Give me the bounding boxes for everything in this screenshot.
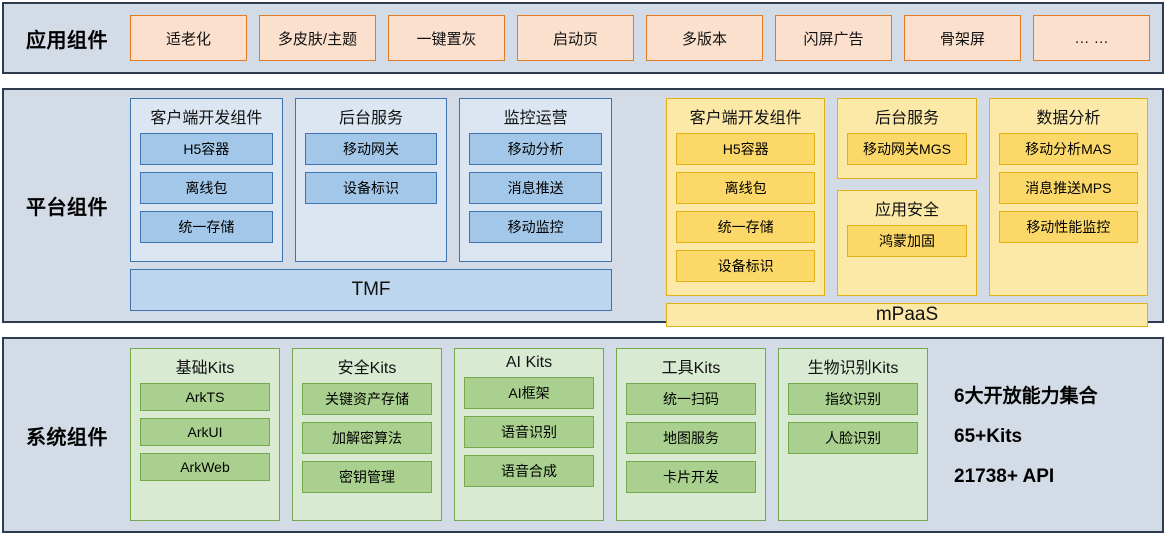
- component-chip[interactable]: H5容器: [140, 133, 273, 165]
- component-chip[interactable]: 移动网关: [304, 133, 438, 165]
- group-title: 基础Kits: [175, 360, 235, 377]
- summary-line-api-count: 21738+ API: [954, 466, 1055, 487]
- component-chip[interactable]: 人脸识别: [788, 422, 918, 454]
- tmf-group-backend-service: 后台服务 移动网关 设备标识: [294, 98, 448, 262]
- mpaas-group-client-dev: 客户端开发组件 H5容器 离线包 统一存储 设备标识: [666, 98, 826, 296]
- component-chip[interactable]: 卡片开发: [626, 461, 756, 493]
- component-chip[interactable]: 语音识别: [464, 416, 594, 448]
- component-chip[interactable]: 加解密算法: [302, 422, 432, 454]
- component-chip[interactable]: 移动监控: [469, 211, 603, 243]
- component-chip[interactable]: 统一扫码: [626, 383, 756, 415]
- group-title: AI Kits: [505, 354, 553, 371]
- component-chip[interactable]: 统一存储: [140, 211, 273, 243]
- row-label-application: 应用组件: [26, 29, 108, 52]
- component-chip[interactable]: 鸿蒙加固: [847, 225, 967, 257]
- mpaas-middle-column: 后台服务 移动网关MGS 应用安全 鸿蒙加固: [837, 98, 977, 296]
- component-chip[interactable]: 移动性能监控: [998, 211, 1138, 243]
- component-chip[interactable]: ArkTS: [140, 383, 270, 411]
- app-chip[interactable]: 适老化: [130, 15, 247, 61]
- group-title: 客户端开发组件: [689, 110, 802, 127]
- mpaas-group-backend-service: 后台服务 移动网关MGS: [837, 98, 977, 179]
- app-chip[interactable]: 骨架屏: [904, 15, 1021, 61]
- app-chip[interactable]: 闪屏广告: [775, 15, 892, 61]
- component-chip[interactable]: 设备标识: [304, 172, 438, 204]
- tmf-platform-bar[interactable]: TMF: [130, 269, 612, 311]
- component-chip[interactable]: H5容器: [676, 133, 816, 165]
- component-chip[interactable]: 语音合成: [464, 455, 594, 487]
- component-chip[interactable]: 指纹识别: [788, 383, 918, 415]
- component-chip[interactable]: ArkUI: [140, 418, 270, 446]
- mpaas-group-data-analysis: 数据分析 移动分析MAS 消息推送MPS 移动性能监控: [988, 98, 1148, 296]
- app-chip[interactable]: 启动页: [517, 15, 634, 61]
- app-chip[interactable]: 一键置灰: [388, 15, 505, 61]
- summary-line-kits-count: 65+Kits: [954, 426, 1023, 447]
- group-title: 后台服务: [874, 110, 939, 127]
- row-label-system: 系统组件: [26, 426, 108, 449]
- kits-group-columns: 基础Kits ArkTS ArkUI ArkWeb 安全Kits 关键资产存储 …: [130, 348, 928, 521]
- group-title: 安全Kits: [337, 360, 397, 377]
- kits-group-security: 安全Kits 关键资产存储 加解密算法 密钥管理: [292, 348, 442, 521]
- component-chip[interactable]: 移动网关MGS: [847, 133, 967, 165]
- row-label-platform: 平台组件: [26, 197, 108, 219]
- kits-group-biometrics: 生物识别Kits 指纹识别 人脸识别: [778, 348, 928, 521]
- application-components-panel: 应用组件 适老化 多皮肤/主题 一键置灰 启动页 多版本 闪屏广告 骨架屏 … …: [2, 2, 1164, 74]
- component-chip[interactable]: 移动分析MAS: [998, 133, 1138, 165]
- group-title: 数据分析: [1036, 110, 1101, 127]
- tmf-stack: 客户端开发组件 H5容器 离线包 统一存储 后台服务 移动网关 设备标识 监控运…: [130, 98, 613, 311]
- capability-summary: 6大开放能力集合 65+Kits 21738+ API: [940, 348, 1152, 521]
- group-title: 监控运营: [503, 110, 568, 127]
- system-body: 基础Kits ArkTS ArkUI ArkWeb 安全Kits 关键资产存储 …: [130, 339, 1162, 531]
- app-chip[interactable]: 多皮肤/主题: [259, 15, 376, 61]
- component-chip[interactable]: 离线包: [140, 172, 273, 204]
- kits-group-tools: 工具Kits 统一扫码 地图服务 卡片开发: [616, 348, 766, 521]
- platform-body: 客户端开发组件 H5容器 离线包 统一存储 后台服务 移动网关 设备标识 监控运…: [130, 90, 1162, 327]
- component-chip[interactable]: 设备标识: [676, 250, 816, 282]
- group-title: 工具Kits: [661, 360, 721, 377]
- component-chip[interactable]: 消息推送MPS: [998, 172, 1138, 204]
- component-chip[interactable]: AI框架: [464, 377, 594, 409]
- group-title: 生物识别Kits: [807, 360, 899, 377]
- group-title: 应用安全: [874, 202, 939, 219]
- component-chip[interactable]: 密钥管理: [302, 461, 432, 493]
- system-components-panel: 系统组件 基础Kits ArkTS ArkUI ArkWeb 安全Kits 关键…: [2, 337, 1164, 533]
- kits-group-foundation: 基础Kits ArkTS ArkUI ArkWeb: [130, 348, 280, 521]
- kits-group-ai: AI Kits AI框架 语音识别 语音合成: [454, 348, 604, 521]
- mpaas-stack: 客户端开发组件 H5容器 离线包 统一存储 设备标识 后台服务 移动网关MGS …: [666, 98, 1148, 327]
- app-chip[interactable]: 多版本: [646, 15, 763, 61]
- component-chip[interactable]: 离线包: [676, 172, 816, 204]
- tmf-group-monitoring: 监控运营 移动分析 消息推送 移动监控: [459, 98, 613, 262]
- component-chip[interactable]: 消息推送: [469, 172, 603, 204]
- app-chip[interactable]: … …: [1033, 15, 1150, 61]
- mpaas-platform-bar[interactable]: mPaaS: [666, 303, 1148, 327]
- summary-line-capabilities: 6大开放能力集合: [954, 386, 1098, 407]
- platform-components-panel: 平台组件 客户端开发组件 H5容器 离线包 统一存储 后台服务 移动网关 设备标…: [2, 88, 1164, 327]
- component-chip[interactable]: 统一存储: [676, 211, 816, 243]
- mpaas-group-columns: 客户端开发组件 H5容器 离线包 统一存储 设备标识 后台服务 移动网关MGS …: [666, 98, 1148, 296]
- component-chip[interactable]: 地图服务: [626, 422, 756, 454]
- component-chip[interactable]: ArkWeb: [140, 453, 270, 481]
- component-chip[interactable]: 关键资产存储: [302, 383, 432, 415]
- tmf-group-columns: 客户端开发组件 H5容器 离线包 统一存储 后台服务 移动网关 设备标识 监控运…: [130, 98, 613, 262]
- application-chip-list: 适老化 多皮肤/主题 一键置灰 启动页 多版本 闪屏广告 骨架屏 … …: [130, 4, 1162, 72]
- group-title: 后台服务: [339, 110, 404, 127]
- component-chip[interactable]: 移动分析: [469, 133, 603, 165]
- tmf-group-client-dev: 客户端开发组件 H5容器 离线包 统一存储: [130, 98, 283, 262]
- mpaas-group-app-security: 应用安全 鸿蒙加固: [837, 190, 977, 296]
- group-title: 客户端开发组件: [150, 110, 263, 127]
